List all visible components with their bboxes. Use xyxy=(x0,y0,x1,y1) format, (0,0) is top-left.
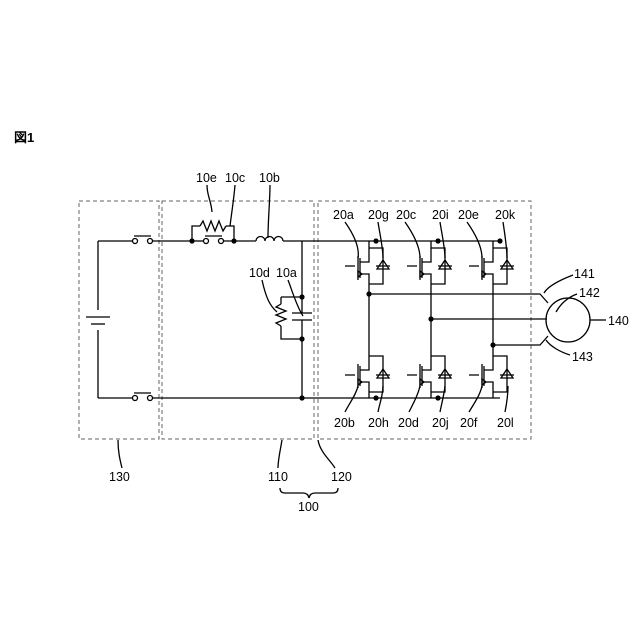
label-20i: 20i xyxy=(432,208,449,222)
label-20k: 20k xyxy=(495,208,516,222)
label-140: 140 xyxy=(608,314,629,328)
label-20l: 20l xyxy=(497,416,514,430)
label-141: 141 xyxy=(574,267,595,281)
motor-circle xyxy=(546,298,590,342)
figure-title: 図1 xyxy=(14,130,34,145)
label-20h: 20h xyxy=(368,416,389,430)
label-20e: 20e xyxy=(458,208,479,222)
label-10b: 10b xyxy=(259,171,280,185)
label-10a: 10a xyxy=(276,266,297,280)
label-130: 130 xyxy=(109,470,130,484)
label-120: 120 xyxy=(331,470,352,484)
block-110-outline xyxy=(162,201,314,439)
label-143: 143 xyxy=(572,350,593,364)
precharge-circuit xyxy=(189,221,500,401)
leg-u xyxy=(345,241,390,398)
label-110: 110 xyxy=(268,470,288,484)
inverter-bridge xyxy=(345,238,548,400)
label-20g: 20g xyxy=(368,208,389,222)
label-20c: 20c xyxy=(396,208,416,222)
block-130-outline xyxy=(79,201,159,439)
label-20b: 20b xyxy=(334,416,355,430)
label-20d: 20d xyxy=(398,416,419,430)
label-100: 100 xyxy=(298,500,319,514)
battery-and-relays xyxy=(86,236,500,401)
label-20f: 20f xyxy=(460,416,478,430)
label-10d: 10d xyxy=(249,266,270,280)
label-10c: 10c xyxy=(225,171,245,185)
label-142: 142 xyxy=(579,286,600,300)
label-20a: 20a xyxy=(333,208,354,222)
leader-lines xyxy=(118,185,606,498)
label-20j: 20j xyxy=(432,416,449,430)
label-10e: 10e xyxy=(196,171,217,185)
